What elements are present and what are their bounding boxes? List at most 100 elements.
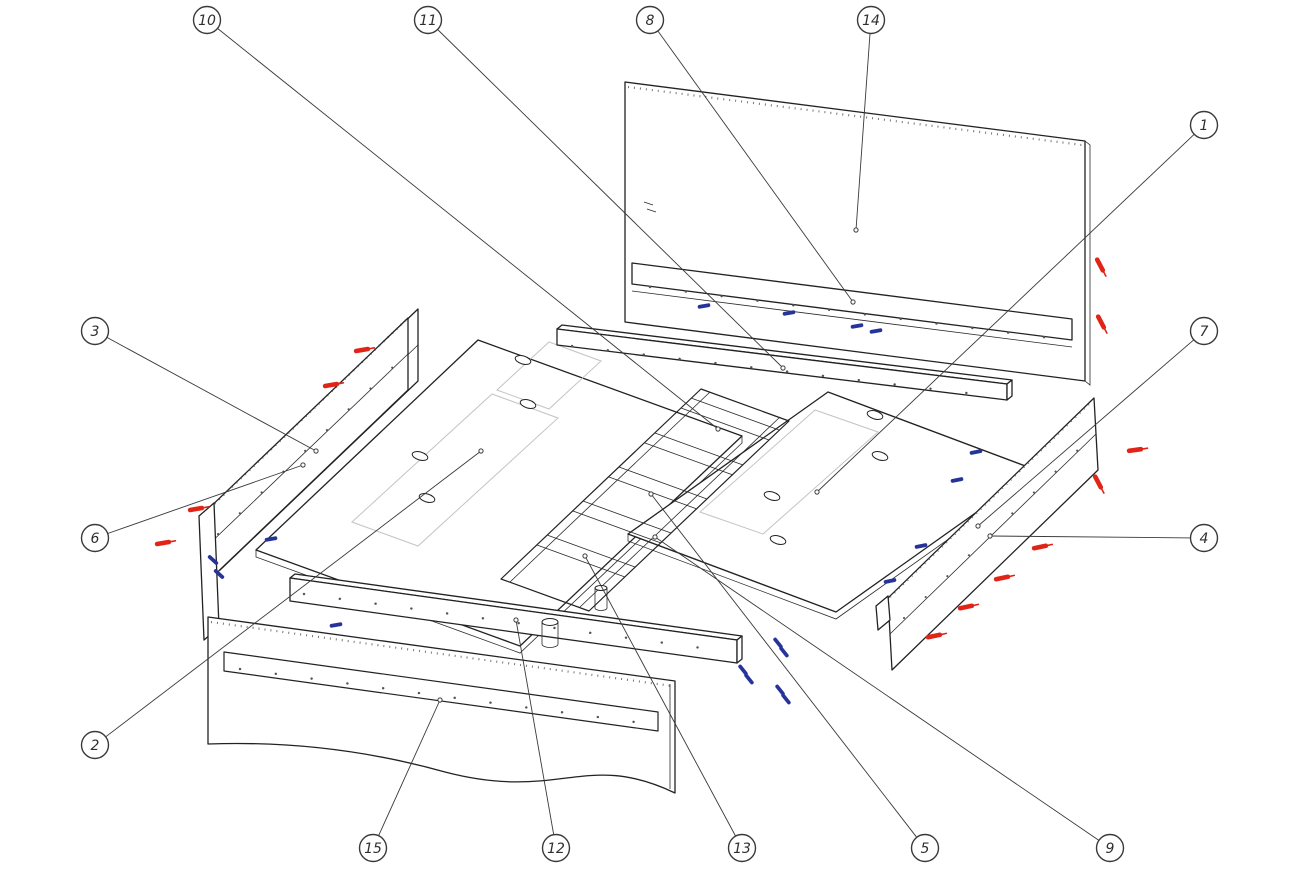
callout-bubble (727, 833, 757, 863)
cam-screw-icon (187, 505, 205, 513)
cam-screw-icon-tip (1007, 574, 1016, 578)
dowel-icon (697, 303, 711, 309)
leader-target-dot (513, 617, 519, 623)
leg-sides (541, 622, 559, 644)
callout-bubble (80, 523, 110, 553)
callout-number: 13 (733, 841, 751, 857)
leader-line (989, 535, 1191, 539)
right-rail-midline (889, 433, 1097, 635)
cam-screw-icon-tip (1103, 326, 1108, 334)
leg-bottom (541, 643, 559, 648)
dowel-icon (914, 543, 928, 549)
cam-screw-icon (925, 632, 943, 640)
support-leg-2 (594, 585, 608, 611)
callout-number: 8 (646, 13, 655, 29)
cam-hole (418, 493, 436, 503)
dowel-icon (969, 449, 983, 455)
slat-rung (644, 432, 744, 476)
slat-rung (536, 534, 636, 578)
leader-target-dot (478, 448, 484, 454)
cam-screw-icon-tip (336, 381, 345, 385)
leader-line (816, 133, 1195, 493)
leader-line (105, 450, 482, 738)
callout-12: 12 (513, 617, 571, 863)
footboard-inner-rail (223, 651, 659, 732)
callout-bubble (1189, 110, 1219, 140)
cam-screw-icon (1094, 257, 1106, 273)
leader-target-dot (853, 227, 859, 233)
leader-line (107, 464, 304, 534)
slat-frame-outline (500, 388, 790, 612)
right-rail-tab (875, 595, 891, 631)
callout-number: 14 (862, 13, 880, 29)
front-rail-end-cap (736, 635, 743, 664)
leader-target-dot (814, 489, 820, 495)
bed-base-right-panel (627, 391, 1037, 620)
leader-line (217, 28, 719, 430)
dowel-icon (883, 578, 897, 584)
cam-screw-icon-tip (168, 539, 177, 543)
leader-line (515, 619, 555, 835)
callout-7: 7 (975, 316, 1219, 529)
leader-line (584, 555, 736, 837)
cam-screw-icon (1095, 314, 1107, 330)
callout-bubble (80, 730, 110, 760)
right-rail-top-hatch (889, 400, 1093, 598)
leg-bottom (594, 607, 608, 611)
callout-number: 1 (1200, 118, 1209, 134)
callout-number: 12 (547, 841, 565, 857)
leader-target-dot (437, 697, 443, 703)
callout-number: 7 (1200, 324, 1209, 340)
callout-3: 3 (80, 316, 319, 454)
base-right-face (627, 391, 1037, 613)
callout-9: 9 (652, 534, 1125, 863)
leader-target-dot (652, 534, 658, 540)
callout-10: 10 (192, 5, 721, 432)
bed-base-left-panel (255, 339, 743, 654)
slat-rung (680, 397, 780, 441)
cam-screw-icon (1092, 474, 1104, 490)
fasteners-layer (154, 257, 1149, 705)
dowel-icon (775, 684, 785, 696)
callout-6: 6 (80, 462, 306, 553)
leader-target-dot (582, 553, 588, 559)
leader-line (657, 30, 854, 303)
cam-hole (871, 451, 889, 461)
support-leg (541, 618, 559, 648)
callout-bubble (910, 833, 940, 863)
leg-top (541, 618, 559, 626)
callout-14: 14 (853, 5, 886, 233)
callout-1: 1 (814, 110, 1219, 495)
cam-screw-icon-tip (1045, 543, 1054, 547)
dowel-icon (773, 637, 783, 649)
dowel-icon (950, 477, 964, 483)
leader-line (977, 339, 1195, 527)
cam-hole (866, 410, 884, 420)
cam-screw-icon (957, 603, 975, 611)
callout-number: 4 (1200, 531, 1209, 547)
leader-target-dot (313, 448, 319, 454)
footboard-face (207, 616, 676, 794)
callout-5: 5 (648, 491, 940, 863)
dowel-icon (329, 622, 343, 628)
dowel-icon (264, 536, 278, 542)
leader-target-dot (975, 523, 981, 529)
callout-8: 8 (635, 5, 856, 305)
dowel-icon (738, 664, 748, 676)
cam-screw-icon-tip (201, 505, 210, 509)
callout-number: 15 (364, 841, 382, 857)
headboard-inner-rail-thickness (631, 290, 1073, 348)
leader-line (106, 337, 317, 452)
slat-frame-inner-rail-right (579, 416, 781, 608)
callout-number: 11 (419, 13, 437, 29)
callout-number: 10 (198, 13, 216, 29)
leader-target-dot (300, 462, 306, 468)
callout-bubble (635, 5, 665, 35)
base-left-face (255, 339, 743, 647)
cam-hole (411, 451, 429, 461)
base-right-ghost-box (699, 409, 879, 535)
callout-11: 11 (413, 5, 786, 371)
base-left-thickness (255, 436, 743, 654)
callout-number: 9 (1106, 841, 1115, 857)
callout-2: 2 (80, 448, 484, 760)
